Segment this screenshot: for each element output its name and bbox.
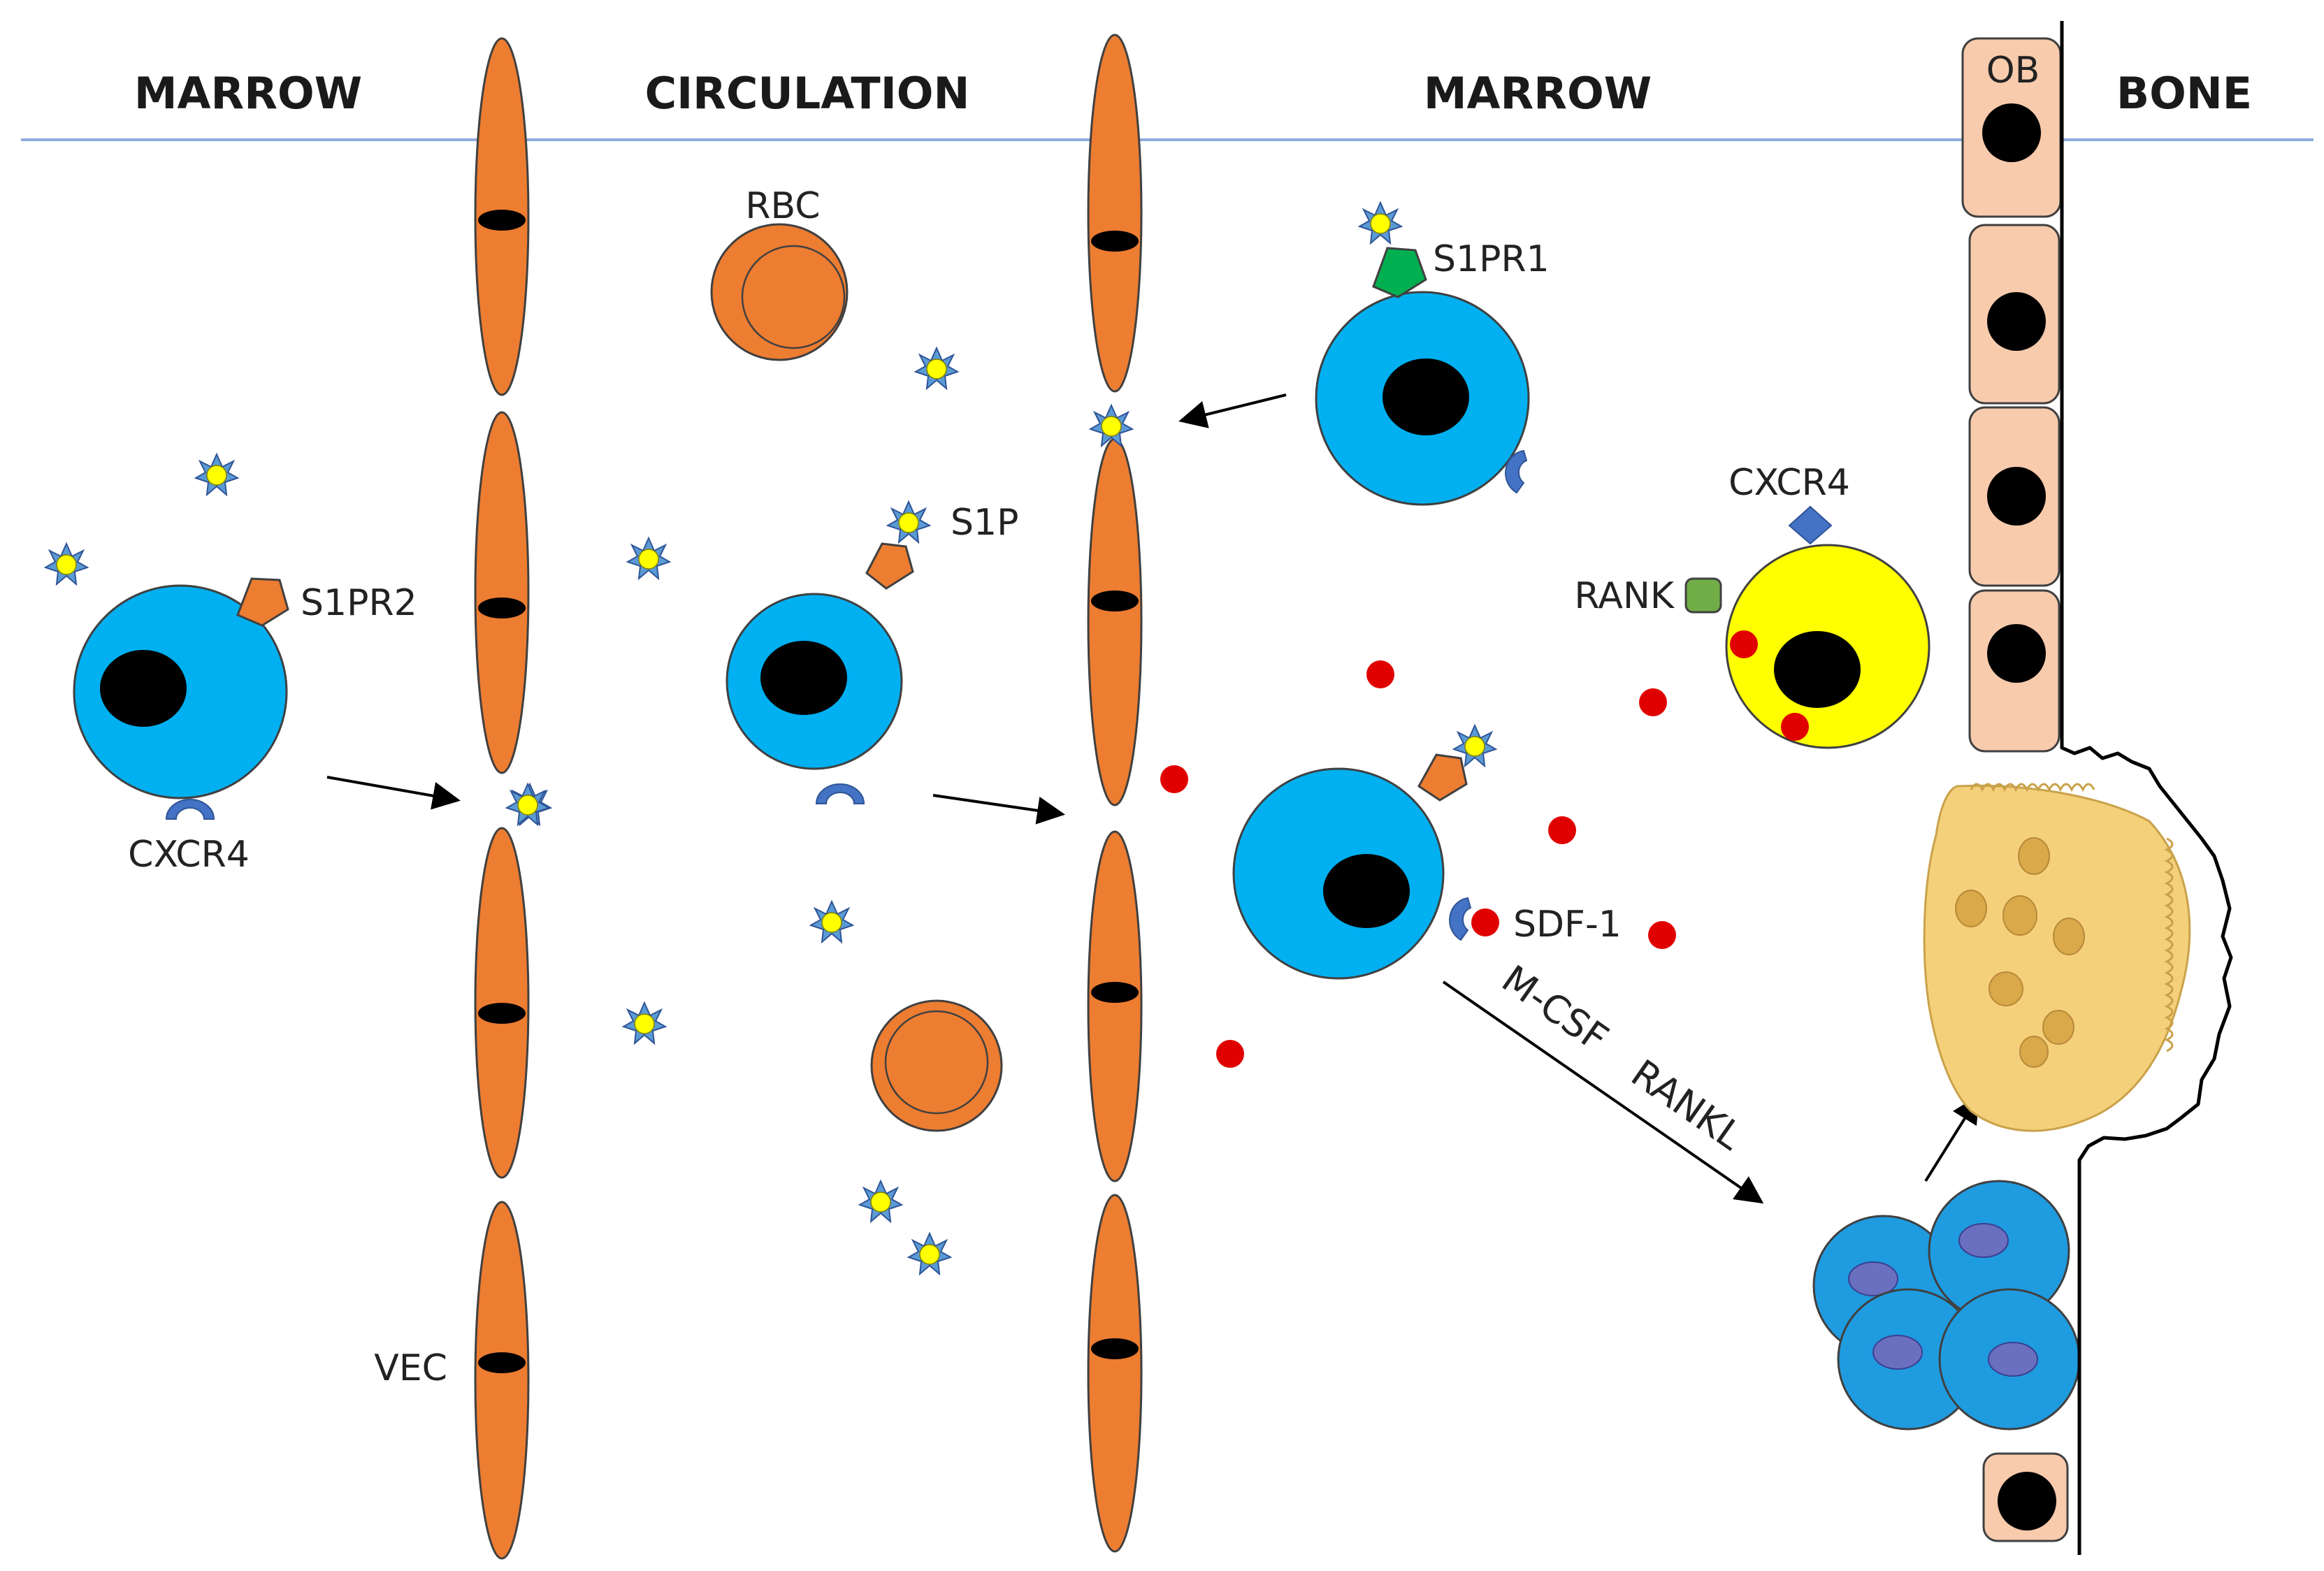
- s1pr2-label: S1PR2: [301, 582, 417, 624]
- header-bone: BONE: [2116, 68, 2252, 119]
- sdf1-dot: [1216, 1040, 1244, 1068]
- rankl-label: RANKL: [1624, 1051, 1751, 1159]
- s1p-ligand-icon: [623, 1002, 666, 1044]
- header-marrow-right: MARROW: [1424, 68, 1652, 119]
- endothelial-cell: [474, 37, 530, 396]
- sdf1-label: SDF-1: [1513, 904, 1622, 946]
- s1p-ligand-icon: [45, 543, 88, 585]
- endothelial-cell: [1087, 34, 1143, 393]
- osteoblast-lining: [1961, 37, 2069, 1542]
- endothelial-cell: [474, 827, 530, 1179]
- preosteoclast-cluster: [1812, 1180, 2081, 1431]
- s1pr1-label: S1PR1: [1433, 238, 1550, 280]
- bone-surface-line: [2060, 21, 2233, 1555]
- s1p-ligand-icon: [908, 1233, 951, 1275]
- osteoblast-cell: [1968, 589, 2060, 753]
- left-vessel-wall: [474, 37, 530, 1560]
- progenitor-cell-s1pr2: [73, 577, 289, 820]
- cxcr4-receptor-icon: [165, 799, 215, 820]
- migration-arrow-right: [1178, 393, 1287, 428]
- circulating-progenitor-cell: [726, 501, 930, 804]
- osteoblast-cell: [1968, 406, 2060, 587]
- preosteoclast-cell: [1938, 1288, 2081, 1431]
- s1p-receptor-icon: [1417, 753, 1468, 802]
- endothelial-cell: [474, 1201, 530, 1560]
- cxcr4-receptor-icon: [1505, 449, 1528, 494]
- sdf1-dot: [1548, 816, 1576, 844]
- mcsf-label: M-CSF: [1494, 957, 1617, 1061]
- endothelial-cell: [1087, 830, 1143, 1182]
- sdf1-dot: [1471, 908, 1499, 936]
- fusion-arrow: [1924, 1094, 1980, 1182]
- s1pr1-receptor-icon: [1372, 247, 1427, 298]
- endothelial-cell: [1087, 437, 1143, 806]
- cxcr4-label-right: CXCR4: [1728, 462, 1850, 504]
- s1p-ligand-icon: [859, 1180, 902, 1222]
- s1p-ligand-icon: [195, 454, 238, 495]
- cxcr4-label-left: CXCR4: [128, 834, 250, 876]
- header-marrow-left: MARROW: [134, 68, 362, 119]
- s1p-ligand-icon: [810, 901, 853, 943]
- s1pr2-receptor-icon: [236, 577, 289, 627]
- s1p-ligand-icon: [887, 501, 930, 543]
- preosteoclast-cell: [1837, 1288, 1979, 1431]
- red-blood-cell: [710, 223, 849, 361]
- sdf1-dot: [1160, 765, 1188, 793]
- migration-arrow-middle: [932, 794, 1065, 825]
- sdf1-dots: [1160, 660, 1676, 1068]
- progenitor-cell-s1pr1: [1315, 202, 1530, 506]
- osteoclast-cell: [1923, 783, 2191, 1132]
- osteoblast-cell: [1968, 224, 2060, 405]
- cxcr4-receptor-icon: [815, 783, 865, 804]
- sdf1-dot: [1648, 921, 1676, 949]
- vec-label: VEC: [374, 1347, 447, 1389]
- s1p-ligand-icon: [627, 537, 670, 579]
- sdf1-dot: [1366, 660, 1394, 688]
- rank-label: RANK: [1574, 575, 1675, 617]
- right-vessel-wall: [1087, 34, 1143, 1553]
- osteoclast-precursor-cell: [1684, 505, 1930, 749]
- ob-label: OB: [1986, 50, 2040, 92]
- endothelial-cell: [474, 411, 530, 774]
- rank-receptor-icon: [1684, 577, 1722, 614]
- osteoblast-cell: [1961, 37, 2062, 218]
- sdf1-dot: [1639, 688, 1667, 716]
- migration-arrow-left: [326, 776, 461, 810]
- endothelial-cell: [1087, 1194, 1143, 1553]
- s1p-ligand-icon: [1359, 202, 1402, 244]
- cxcr4-receptor-icon: [1449, 897, 1472, 941]
- cxcr4-receptor-icon: [1788, 505, 1833, 545]
- header-circulation: CIRCULATION: [645, 68, 970, 119]
- osteoblast-cell: [1982, 1452, 2069, 1542]
- red-blood-cell: [870, 999, 1003, 1132]
- progenitor-cell-sdf1: [1232, 725, 1499, 980]
- s1p-ligand-icon: [915, 347, 958, 389]
- s1p-label: S1P: [951, 502, 1018, 544]
- differentiation-arrow: [1442, 980, 1764, 1204]
- rbc-label: RBC: [745, 185, 820, 227]
- s1p-receptor-icon: [865, 542, 914, 590]
